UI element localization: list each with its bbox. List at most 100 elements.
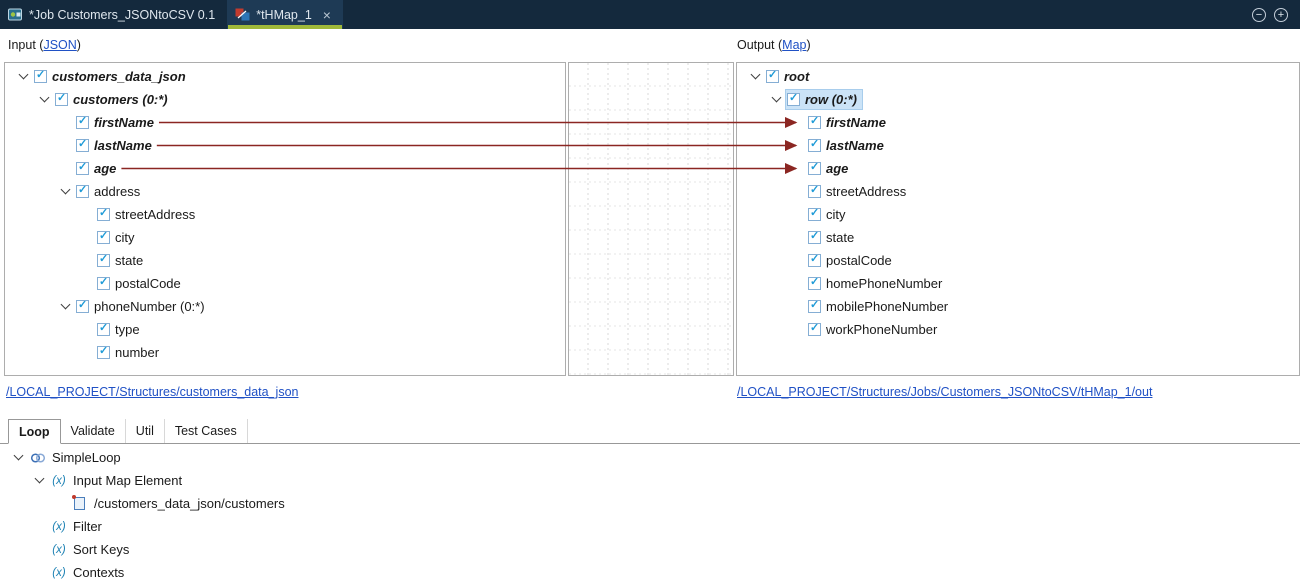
- output-format-link[interactable]: Map: [782, 38, 806, 52]
- input-node-city[interactable]: city: [5, 226, 565, 249]
- tab-test-cases[interactable]: Test Cases: [165, 419, 248, 443]
- input-node-address[interactable]: address: [5, 180, 565, 203]
- output-node-postalcode[interactable]: postalCode: [737, 249, 1299, 272]
- input-node-streetaddress[interactable]: streetAddress: [5, 203, 565, 226]
- node-body: homePhoneNumber: [806, 273, 948, 294]
- view-controls: − +: [1252, 0, 1300, 29]
- node-label: Contexts: [73, 565, 124, 580]
- output-panel-title: Output (Map): [737, 38, 811, 52]
- node-label: type: [115, 322, 140, 337]
- output-node-root[interactable]: root: [737, 65, 1299, 88]
- input-node-customers-0[interactable]: customers (0:*): [5, 88, 565, 111]
- input-format-link[interactable]: JSON: [43, 38, 76, 52]
- node-label: SimpleLoop: [52, 450, 121, 465]
- node-label: phoneNumber (0:*): [94, 299, 205, 314]
- output-tree-panel: root row (0:*) firstName lastName age streetA…: [736, 62, 1300, 376]
- chevron-down-icon[interactable]: [747, 75, 764, 78]
- output-node-firstname[interactable]: firstName: [737, 111, 1299, 134]
- output-node-mobilephonenumber[interactable]: mobilePhoneNumber: [737, 295, 1299, 318]
- node-label: age: [826, 161, 848, 176]
- element-icon: [808, 277, 821, 290]
- tab-validate[interactable]: Validate: [61, 419, 126, 443]
- element-icon: [97, 323, 110, 336]
- chevron-down-icon[interactable]: [768, 98, 785, 101]
- input-node-customers-data-json[interactable]: customers_data_json: [5, 65, 565, 88]
- map-element-icon: [74, 497, 85, 510]
- panel-headers: Input (JSON) Output (Map): [0, 38, 1300, 58]
- node-label: age: [94, 161, 116, 176]
- node-label: Input Map Element: [73, 473, 182, 488]
- output-node-workphonenumber[interactable]: workPhoneNumber: [737, 318, 1299, 341]
- input-node-lastname[interactable]: lastName: [5, 134, 565, 157]
- input-node-type[interactable]: type: [5, 318, 565, 341]
- node-label: /customers_data_json/customers: [94, 496, 285, 511]
- chevron-down-icon[interactable]: [36, 98, 53, 101]
- chevron-down-icon[interactable]: [57, 305, 74, 308]
- output-node-city[interactable]: city: [737, 203, 1299, 226]
- input-node-age[interactable]: age: [5, 157, 565, 180]
- loop-node-contexts[interactable]: (x)Contexts: [0, 561, 1300, 584]
- output-node-row-0[interactable]: row (0:*): [737, 88, 1299, 111]
- chevron-down-icon[interactable]: [10, 456, 27, 459]
- input-panel-title: Input (JSON): [8, 38, 81, 52]
- input-node-postalcode[interactable]: postalCode: [5, 272, 565, 295]
- node-label: postalCode: [826, 253, 892, 268]
- node-label: workPhoneNumber: [826, 322, 937, 337]
- output-node-homephonenumber[interactable]: homePhoneNumber: [737, 272, 1299, 295]
- element-icon: [808, 116, 821, 129]
- loop-node-input-map-element[interactable]: (x)Input Map Element: [0, 469, 1300, 492]
- close-icon[interactable]: ×: [323, 8, 331, 22]
- output-node-age[interactable]: age: [737, 157, 1299, 180]
- loop-node-simpleloop[interactable]: SimpleLoop: [0, 446, 1300, 469]
- element-icon: [808, 300, 821, 313]
- element-icon: [76, 300, 89, 313]
- function-icon: (x): [48, 544, 70, 556]
- loop-node-customers-data-json-customers[interactable]: /customers_data_json/customers: [0, 492, 1300, 515]
- node-label: mobilePhoneNumber: [826, 299, 948, 314]
- function-icon: (x): [48, 567, 70, 579]
- node-label: postalCode: [115, 276, 181, 291]
- node-label: row (0:*): [805, 92, 857, 107]
- output-structure-link[interactable]: /LOCAL_PROJECT/Structures/Jobs/Customers…: [737, 385, 1152, 399]
- node-label: state: [826, 230, 854, 245]
- editor-tab-job-customers-jsontocsv-0-1[interactable]: *Job Customers_JSONtoCSV 0.1: [0, 0, 227, 29]
- element-icon: [97, 277, 110, 290]
- maximize-icon[interactable]: +: [1274, 8, 1288, 22]
- editor-tab-thmap-1[interactable]: *tHMap_1×: [227, 0, 343, 29]
- input-structure-link[interactable]: /LOCAL_PROJECT/Structures/customers_data…: [6, 385, 298, 399]
- loop-icon: [27, 452, 49, 464]
- input-node-number[interactable]: number: [5, 341, 565, 364]
- output-node-lastname[interactable]: lastName: [737, 134, 1299, 157]
- input-node-state[interactable]: state: [5, 249, 565, 272]
- element-icon: [76, 139, 89, 152]
- node-body: phoneNumber (0:*): [74, 296, 211, 317]
- input-node-firstname[interactable]: firstName: [5, 111, 565, 134]
- input-title-text: Input (: [8, 38, 43, 52]
- node-body: type: [95, 319, 146, 340]
- function-icon: (x): [48, 475, 70, 487]
- output-node-state[interactable]: state: [737, 226, 1299, 249]
- tab-loop[interactable]: Loop: [8, 419, 61, 444]
- chevron-down-icon[interactable]: [15, 75, 32, 78]
- node-body: number: [95, 342, 165, 363]
- chevron-down-icon[interactable]: [31, 479, 48, 482]
- node-label: root: [784, 69, 809, 84]
- output-node-streetaddress[interactable]: streetAddress: [737, 180, 1299, 203]
- loop-node-filter[interactable]: (x)Filter: [0, 515, 1300, 538]
- chevron-down-icon[interactable]: [57, 190, 74, 193]
- node-label: Filter: [73, 519, 102, 534]
- node-body: age: [74, 158, 122, 179]
- minimize-icon[interactable]: −: [1252, 8, 1266, 22]
- node-body: postalCode: [95, 273, 187, 294]
- loop-node-sort-keys[interactable]: (x)Sort Keys: [0, 538, 1300, 561]
- node-body: firstName: [74, 112, 160, 133]
- node-label: firstName: [826, 115, 886, 130]
- tab-util[interactable]: Util: [126, 419, 165, 443]
- node-label: lastName: [94, 138, 152, 153]
- element-icon: [808, 254, 821, 267]
- input-node-phonenumber-0[interactable]: phoneNumber (0:*): [5, 295, 565, 318]
- loop-tree: SimpleLoop(x)Input Map Element/customers…: [0, 444, 1300, 587]
- mapping-canvas[interactable]: [568, 62, 734, 376]
- element-icon: [76, 116, 89, 129]
- output-title-close: ): [807, 38, 811, 52]
